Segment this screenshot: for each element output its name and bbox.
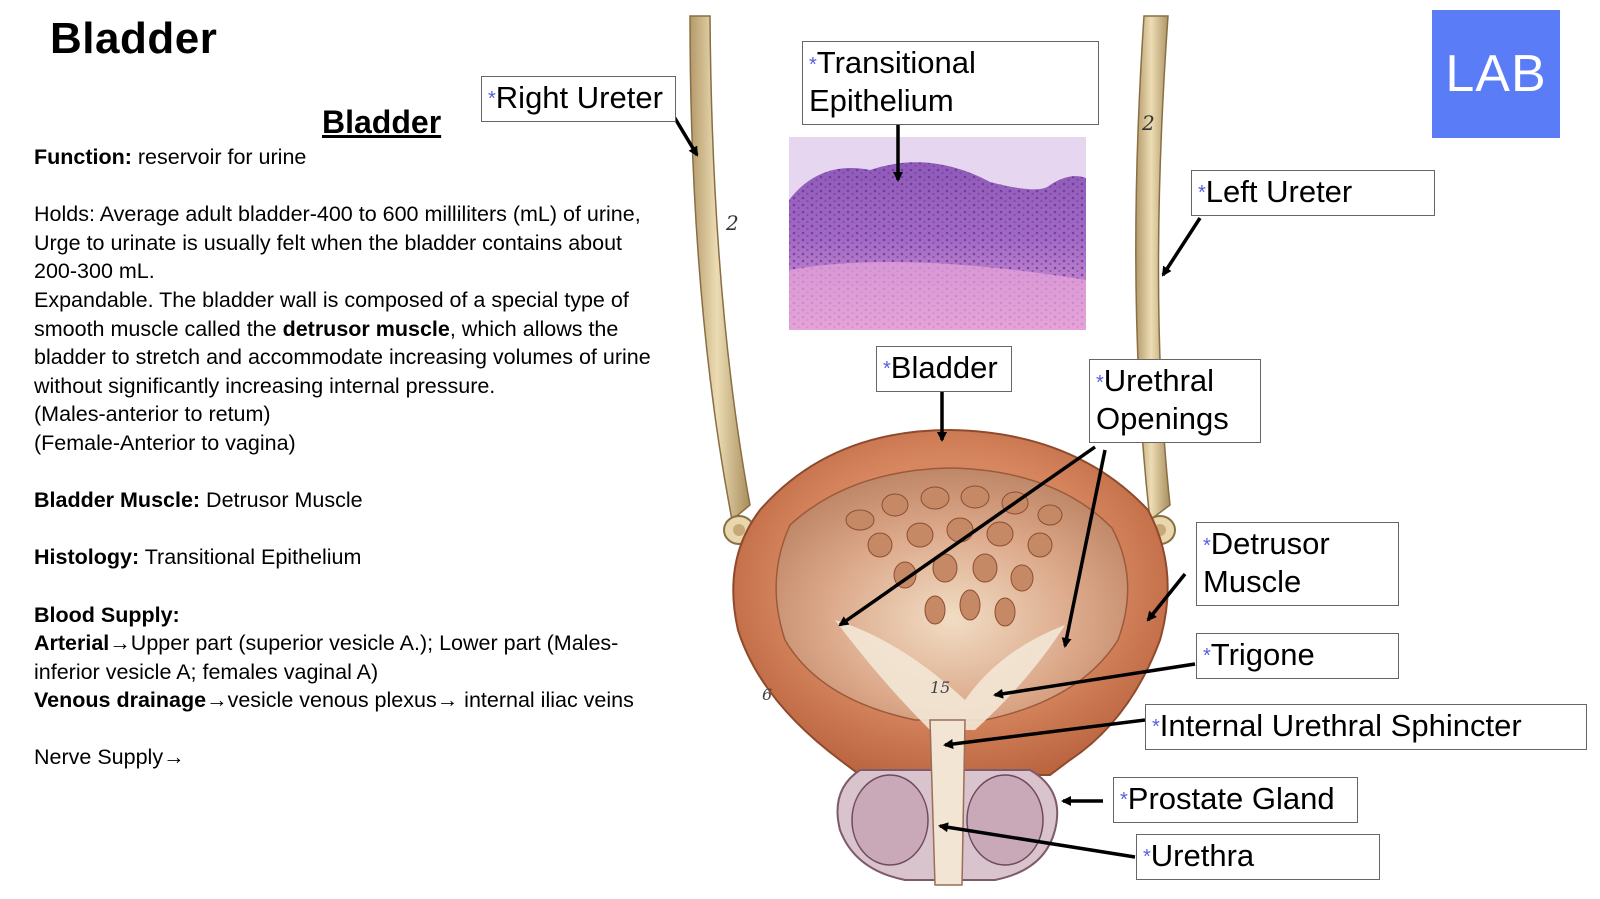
label-urethral-text-2: Openings: [1096, 401, 1229, 436]
arterial-label: Arterial: [34, 631, 110, 656]
label-star: *: [1152, 716, 1160, 738]
label-prostate-text: Prostate Gland: [1127, 781, 1335, 816]
ureter-number-right: 2: [725, 211, 739, 235]
right-ureter-shape: [689, 15, 751, 522]
label-star: *: [1203, 535, 1211, 557]
label-right-ureter: *Right Ureter: [481, 76, 676, 122]
label-detrusor-muscle: *Detrusor Muscle: [1196, 522, 1399, 606]
female-line: (Female-Anterior to vagina): [34, 430, 296, 455]
ureter-number-left: 2: [1141, 111, 1155, 135]
arrow-trigone: [993, 662, 1196, 699]
trigone-area: [835, 620, 1065, 730]
muscle-value: Detrusor Muscle: [200, 488, 363, 513]
label-left-ureter-text: Left Ureter: [1205, 174, 1353, 209]
muscle-line: Bladder Muscle: Detrusor Muscle: [34, 486, 724, 515]
wall-number: 6: [762, 685, 772, 704]
label-urethral-text-1: Urethral: [1103, 363, 1215, 398]
label-internal-urethral-sphincter: *Internal Urethral Sphincter: [1145, 704, 1587, 750]
label-transitional-text-1: Transitional: [816, 45, 976, 80]
expand-line-2: smooth muscle called the detrusor muscle…: [34, 315, 724, 344]
label-trigone-text: Trigone: [1210, 637, 1315, 672]
function-label: Function:: [34, 145, 132, 169]
expand-line-2c: , which allows the: [449, 316, 619, 341]
venous-value: →vesicle venous plexus→ internal iliac v…: [206, 688, 634, 713]
nerve-line: Nerve Supply→: [34, 745, 185, 770]
label-star: *: [488, 88, 496, 110]
arrow-sphincter: [943, 718, 1146, 749]
label-detrusor-text-2: Muscle: [1203, 564, 1302, 599]
label-trigone: *Trigone: [1196, 633, 1399, 679]
venous-label: Venous drainage: [34, 688, 207, 713]
arrow-urethra: [938, 822, 1136, 859]
function-value: reservoir for urine: [131, 145, 307, 169]
label-star: *: [1143, 846, 1151, 868]
label-detrusor-text-1: Detrusor: [1210, 526, 1330, 561]
urethra-channel: [929, 719, 966, 886]
histology-image: [789, 137, 1086, 330]
arrow-right-ureter: [671, 114, 699, 157]
label-star: *: [1203, 645, 1211, 667]
lab-logo: LAB: [1432, 10, 1560, 138]
label-bladder-text: Bladder: [890, 350, 998, 385]
label-star: *: [883, 358, 891, 380]
label-bladder: *Bladder: [876, 346, 1012, 392]
leader-arrows: [671, 114, 1202, 859]
expand-line-2a: smooth muscle called the: [34, 316, 283, 341]
label-star: *: [1120, 789, 1128, 811]
info-text-block: Function: reservoir for urine Holds: Ave…: [34, 143, 724, 772]
detrusor-bold: detrusor muscle: [282, 316, 450, 341]
section-heading: Bladder: [322, 104, 442, 140]
arterial-line-2: inferior vesicle A; females vaginal A): [34, 659, 379, 684]
label-transitional-text-2: Epithelium: [809, 83, 954, 118]
expand-line-1: Expandable. The bladder wall is composed…: [34, 287, 629, 312]
page-title: Bladder: [50, 14, 218, 63]
label-left-ureter: *Left Ureter: [1191, 170, 1435, 216]
histology-value: Transitional Epithelium: [139, 545, 362, 570]
muscle-label: Bladder Muscle:: [34, 488, 201, 513]
label-right-ureter-text: Right Ureter: [495, 80, 663, 115]
histology-label: Histology:: [34, 545, 140, 570]
histology-line: Histology: Transitional Epithelium: [34, 543, 724, 572]
arterial-line: Arterial→Upper part (superior vesicle A.…: [34, 629, 724, 658]
expand-line-4: without significantly increasing interna…: [34, 373, 496, 398]
expand-line-3: bladder to stretch and accommodate incre…: [34, 345, 651, 370]
trigone-number: 15: [930, 678, 950, 697]
holds-line-1: Holds: Average adult bladder-400 to 600 …: [34, 202, 641, 227]
function-line: Function: reservoir for urine: [34, 143, 724, 172]
arrow-left-ureter: [1161, 217, 1202, 277]
label-star: *: [809, 54, 817, 76]
arrow-urethral-2: [1061, 449, 1107, 648]
label-star: *: [1198, 182, 1206, 204]
holds-line-3: 200-300 mL.: [34, 259, 155, 284]
label-transitional-epithelium: *Transitional Epithelium: [802, 41, 1099, 125]
arrow-urethral-1: [838, 445, 1097, 627]
holds-line-2: Urge to urinate is usually felt when the…: [34, 230, 623, 255]
blood-supply-heading: Blood Supply:: [34, 601, 724, 630]
label-sphincter-text: Internal Urethral Sphincter: [1159, 708, 1522, 743]
arterial-value: →Upper part (superior vesicle A.); Lower…: [109, 631, 619, 656]
blood-label: Blood Supply:: [34, 602, 180, 627]
males-line: (Males-anterior to retum): [34, 402, 271, 427]
rugae-pattern: [845, 485, 1063, 627]
venous-line: Venous drainage→vesicle venous plexus→ i…: [34, 686, 724, 715]
arrow-detrusor: [1146, 572, 1187, 622]
label-urethral-openings: *Urethral Openings: [1089, 359, 1261, 443]
label-urethra: *Urethra: [1136, 834, 1380, 880]
left-ureter-shape: [1135, 15, 1171, 522]
label-prostate-gland: *Prostate Gland: [1113, 777, 1358, 823]
label-star: *: [1096, 372, 1104, 394]
label-urethra-text: Urethra: [1150, 838, 1255, 873]
